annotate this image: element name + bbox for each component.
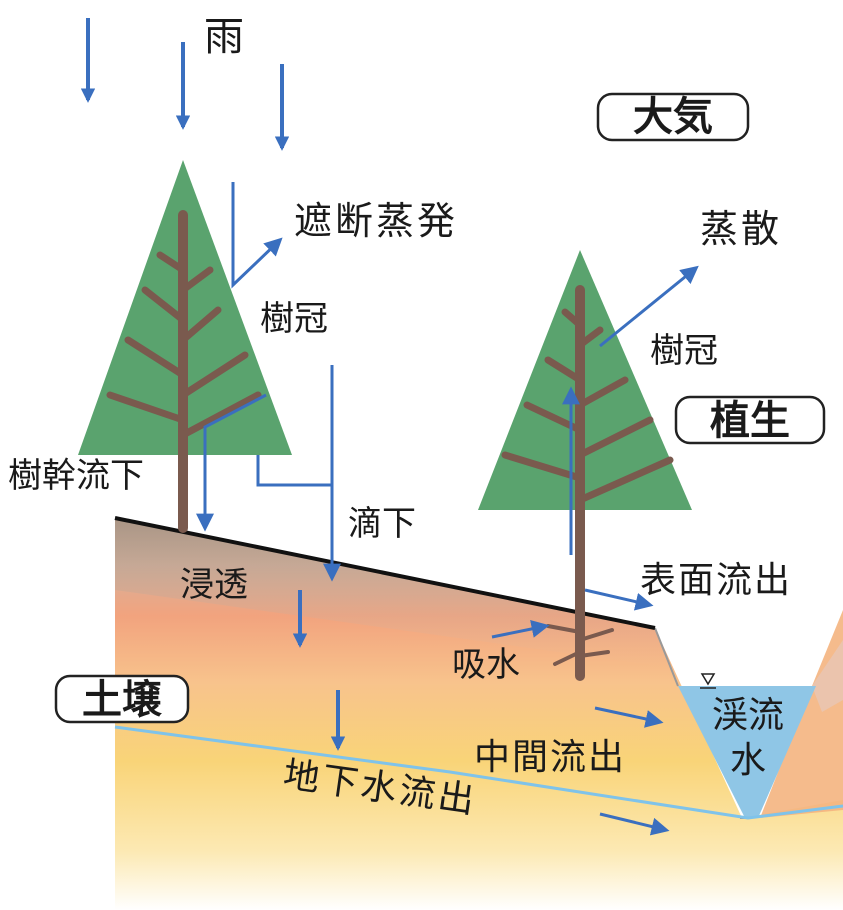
atmosphere-box: 大気 [596, 92, 750, 142]
interflow-label: 中間流出 [474, 737, 626, 778]
water-uptake-arrow [491, 620, 550, 639]
ground-surface-line [114, 516, 656, 630]
right-tree-roots [546, 624, 614, 666]
surface-runoff-label: 表面流出 [640, 560, 792, 601]
left-tree-branches [106, 251, 262, 439]
stemflow-arrow [196, 393, 267, 532]
interception-evaporation-label: 遮断蒸発 [294, 199, 458, 243]
stream-water-label-line1: 渓流 [712, 695, 784, 736]
groundwater-runoff-arrow [599, 812, 670, 836]
canopy-label-left: 樹冠 [260, 299, 328, 339]
canopy-label-right: 樹冠 [650, 331, 718, 371]
vegetation-box: 植生 [674, 395, 826, 445]
interflow-arrow [594, 706, 664, 728]
surface-runoff-arrow [584, 588, 654, 611]
groundwater-table-line [114, 725, 843, 820]
rain-arrows [80, 18, 290, 151]
water-uptake-label: 吸水 [452, 645, 520, 685]
vegetation-label: 植生 [710, 398, 790, 444]
atmosphere-label: 大気 [633, 94, 713, 140]
throughfall-label: 滴下 [348, 504, 416, 544]
stream-water-label-line2: 水 [730, 740, 766, 781]
throughfall-path [256, 455, 332, 487]
transpiration-label: 蒸散 [700, 207, 782, 251]
left-tree [78, 160, 292, 533]
soil-label: 土壌 [82, 677, 163, 723]
soil-box: 土壌 [54, 674, 190, 724]
interception-evaporation-arrow [231, 182, 283, 289]
transpiration-arrow [599, 265, 699, 348]
infiltration-label: 浸透 [180, 565, 248, 605]
rain-label: 雨 [204, 14, 244, 60]
right-tree [478, 250, 692, 681]
stemflow-label: 樹幹流下 [8, 456, 144, 496]
water-level-marker [700, 673, 716, 689]
